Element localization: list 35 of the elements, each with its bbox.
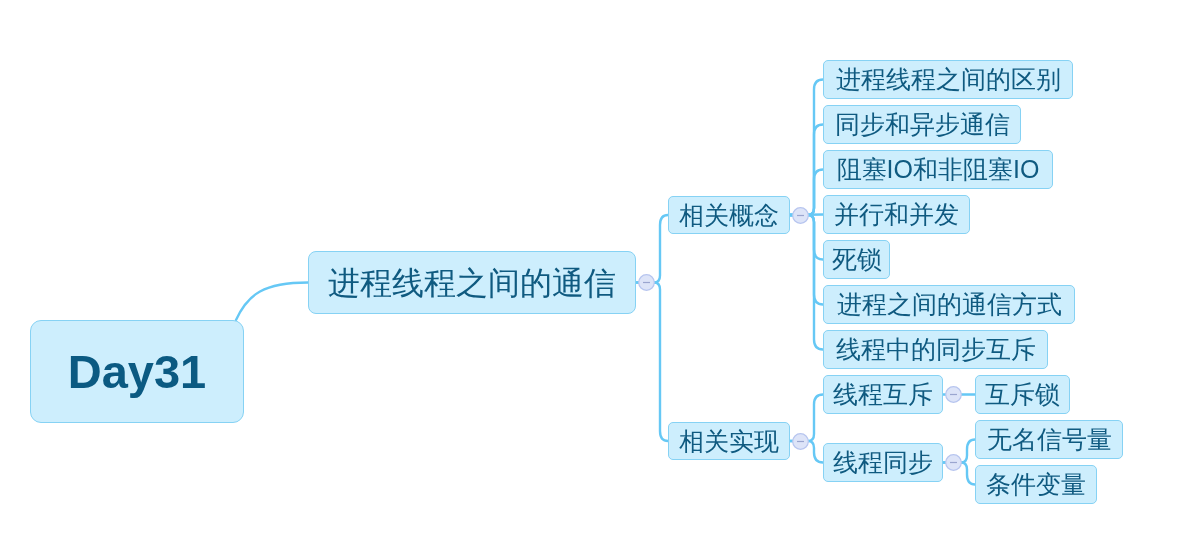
central-topic-box	[30, 320, 244, 423]
topic-text: 进程线程之间的通信	[328, 263, 616, 303]
topic-text: 阻塞IO和非阻塞IO	[836, 154, 1040, 185]
subtopic-box	[823, 60, 1073, 99]
subtopic-box	[823, 443, 943, 482]
topic-text: 互斥锁	[985, 379, 1060, 410]
subtopic-box	[823, 330, 1048, 369]
topic-text: 死锁	[831, 244, 882, 275]
subtopic-box	[975, 375, 1070, 414]
subtopic-box	[823, 150, 1053, 189]
topic-box	[668, 422, 790, 460]
topic-text: Day31	[67, 343, 207, 400]
topic-text: 并行和并发	[834, 199, 959, 230]
subtopic-box	[823, 105, 1021, 144]
topic-text: 同步和异步通信	[834, 109, 1010, 140]
topic-text: 无名信号量	[986, 424, 1112, 455]
connector-line	[234, 281, 310, 322]
topic-text: 线程互斥	[833, 379, 933, 410]
topic-text: 线程同步	[833, 447, 933, 478]
connector-line	[634, 281, 670, 443]
topic-text: 线程中的同步互斥	[835, 334, 1036, 365]
topic-text: 进程之间的通信方式	[836, 289, 1062, 320]
subtopic-box	[823, 195, 970, 234]
subtopic-box	[975, 420, 1123, 459]
topic-box	[668, 196, 790, 234]
main-topic-box	[308, 251, 636, 314]
topic-text: 相关实现	[679, 425, 779, 457]
subtopic-box	[823, 240, 890, 279]
topic-text: 进程线程之间的区别	[835, 64, 1061, 95]
subtopic-box	[823, 375, 943, 414]
subtopic-box	[975, 465, 1097, 504]
topic-text: 条件变量	[986, 469, 1086, 500]
subtopic-box	[823, 285, 1075, 324]
topic-text: 相关概念	[679, 199, 779, 231]
connector-line	[788, 213, 825, 351]
